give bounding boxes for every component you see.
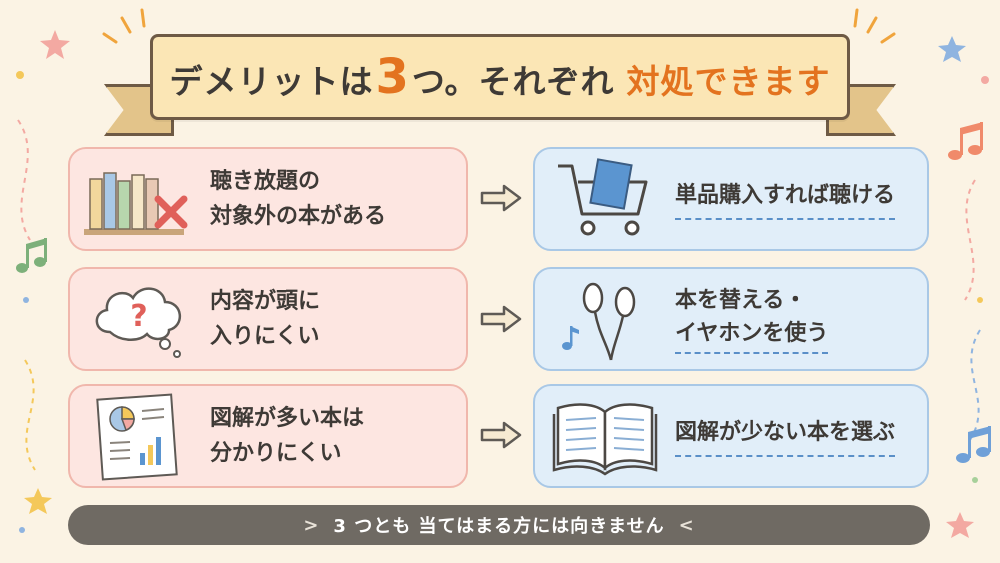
footer-left-mark: > [303,514,320,536]
solution-line: 図解が少ない本を選ぶ [675,419,896,445]
svg-text:?: ? [130,299,147,334]
dashed-underline [675,217,896,220]
chart-document-icon [70,386,210,486]
books-cross-icon [70,149,210,249]
music-note-icon [948,122,983,160]
music-note-icon [16,238,47,273]
title-part2: つ。それぞれ [411,62,615,101]
problem-line: 聴き放題の [210,169,321,194]
music-note-icon [956,426,991,463]
footer-text: 3 つとも 当てはまる方には向きません [333,516,665,537]
problem-line: 分かりにくい [210,441,342,466]
question-cloud-icon: ? [70,269,210,369]
problem-line: 対象外の本がある [210,204,387,229]
dashed-underline [675,454,896,457]
solution-line: 本を替える・ [675,288,807,313]
problem-line: 図解が多い本は [210,406,365,431]
solution-card-3: 図解が少ない本を選ぶ [533,384,929,488]
problem-line: 内容が頭に [210,289,321,314]
earphones-icon [535,269,675,369]
title-number: 3 [375,49,410,105]
footer-right-mark: < [678,514,695,536]
star-icon [938,36,966,62]
star-icon [40,30,70,59]
title-accent: 対処できます [626,62,831,101]
solution-card-2: 本を替える・ イヤホンを使う [533,267,929,371]
arrow-right-icon [480,421,522,449]
title-part1: デメリットは [169,62,374,101]
solution-text-1: 単品購入すれば聴ける [675,179,896,220]
footer-note: > 3 つとも 当てはまる方には向きません < [68,505,930,545]
problem-card-2: ? 内容が頭に 入りにくい [68,267,468,371]
cart-book-icon [535,149,675,249]
problem-card-3: 図解が多い本は 分かりにくい [68,384,468,488]
solution-card-1: 単品購入すれば聴ける [533,147,929,251]
solution-text-2: 本を替える・ イヤホンを使う [675,284,829,354]
solution-line: イヤホンを使う [675,321,829,346]
arrow-right-icon [480,184,522,212]
problem-card-1: 聴き放題の 対象外の本がある [68,147,468,251]
open-book-icon [535,386,675,486]
problem-line: 入りにくい [210,324,320,349]
star-icon [24,488,52,514]
problem-text-3: 図解が多い本は 分かりにくい [210,401,364,471]
star-icon [946,512,974,538]
solution-text-3: 図解が少ない本を選ぶ [675,416,896,457]
solution-line: 単品購入すれば聴ける [675,182,896,208]
page-title: デメリットは3つ。それぞれ対処できます [169,49,830,105]
problem-text-1: 聴き放題の 対象外の本がある [210,164,386,234]
dashed-underline [675,352,829,354]
arrow-right-icon [480,305,522,333]
problem-text-2: 内容が頭に 入りにくい [210,284,320,354]
title-banner: デメリットは3つ。それぞれ対処できます [150,34,850,120]
